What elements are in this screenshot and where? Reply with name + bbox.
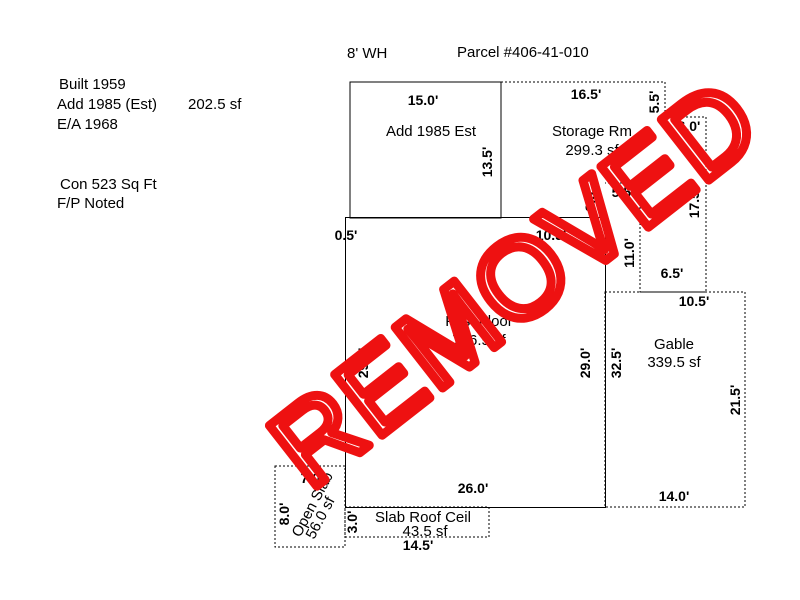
dim-gable-left: 32.5'	[608, 348, 624, 379]
storage-outline	[501, 81, 707, 293]
area-slab-roof-name: Slab Roof Ceil	[375, 509, 471, 526]
area-gable-name: Gable	[654, 336, 694, 353]
note-built: Built 1959	[59, 76, 126, 93]
area-add1985-name: Add 1985 Est	[386, 123, 477, 140]
dim-small-right-side: 17.5'	[686, 188, 702, 219]
area-slab-roof-size: 43.5 sf	[402, 523, 448, 540]
dim-slab-side: 8.0'	[276, 503, 292, 526]
dim-gable-right: 21.5'	[727, 385, 743, 416]
dim-ff-top-inner: 10.5'	[536, 227, 567, 243]
note-ea: E/A 1968	[57, 116, 118, 133]
wall-height-label: 8' WH	[347, 45, 388, 62]
dim-small-right-top: 6.0'	[678, 118, 701, 134]
dim-small-bottom: 6.5'	[661, 265, 684, 281]
dim-gable-top: 10.5'	[679, 293, 710, 309]
dim-storage-top: 16.5'	[571, 86, 602, 102]
dim-small-left-side: 11.0'	[621, 238, 637, 268]
area-storage-name: Storage Rm	[552, 123, 632, 140]
dim-add-right: 13.5'	[479, 147, 495, 178]
dim-roof-bottom: 14.5'	[403, 537, 434, 553]
area-first-floor-size: 756.5 sf	[452, 332, 506, 349]
dim-roof-side: 3.0'	[344, 511, 360, 534]
note-addition: Add 1985 (Est)	[57, 96, 158, 113]
area-first-floor-name: First Floor	[445, 313, 513, 330]
dim-storage-step: 5.5'	[612, 184, 635, 200]
note-fireplace: F/P Noted	[57, 195, 125, 212]
dim-ff-right: 29.0'	[577, 348, 593, 379]
area-gable-size: 339.5 sf	[647, 354, 701, 371]
removed-stamp: REMOVED	[247, 55, 781, 511]
dim-slab-top: 7.0'	[301, 470, 324, 486]
area-storage-size: 299.3 sf	[565, 142, 619, 159]
dim-gable-bottom: 14.0'	[659, 488, 690, 504]
first-floor-outline	[345, 217, 606, 508]
note-concrete: Con 523 Sq Ft	[60, 176, 157, 193]
dim-ff-offset: 0.5'	[335, 227, 358, 243]
dim-ff-bottom: 26.0'	[458, 480, 489, 496]
gable-outline	[604, 291, 746, 508]
dim-storage-small: 3.5'	[582, 189, 598, 212]
dim-ff-left: 29.0'	[355, 348, 371, 379]
parcel-number: Parcel #406-41-010	[457, 44, 589, 61]
dim-add-top: 15.0'	[408, 92, 439, 108]
note-addition-area: 202.5 sf	[188, 96, 242, 113]
open-slab-outline	[274, 465, 346, 548]
dim-storage-corner: 5.5'	[646, 91, 662, 114]
slab-roof-outline	[344, 506, 490, 538]
